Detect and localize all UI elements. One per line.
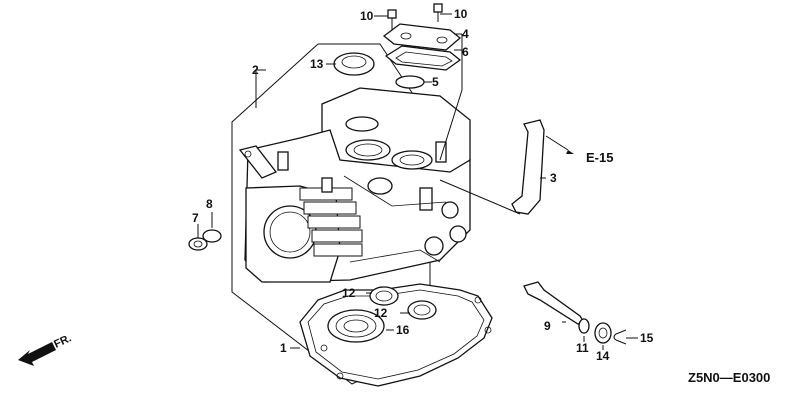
drawing-code: Z5N0—E0300 — [688, 370, 770, 385]
callout-4: 4 — [462, 27, 469, 41]
callout-10-right: 10 — [454, 7, 468, 21]
bearing-16 — [327, 309, 385, 343]
leader-lines — [197, 13, 638, 350]
callout-11: 11 — [576, 341, 589, 355]
oil-seal-13 — [333, 52, 375, 76]
callout-8: 8 — [206, 197, 213, 211]
clip-15 — [613, 329, 627, 345]
bolt-10-left — [387, 9, 397, 30]
head-gasket — [299, 283, 493, 387]
bolt-10-right — [433, 3, 443, 22]
callout-7: 7 — [192, 211, 199, 225]
callout-15: 15 — [640, 331, 654, 345]
callout-9: 9 — [544, 319, 551, 333]
callout-6: 6 — [462, 45, 469, 59]
reference-code: E-15 — [586, 150, 613, 165]
bearing-12-left — [369, 286, 399, 306]
front-arrow-icon: FR. — [18, 332, 73, 366]
callout-13: 13 — [310, 57, 324, 71]
o-ring-5 — [395, 75, 425, 89]
breather-tube-3 — [511, 119, 545, 215]
oil-seal-14 — [594, 322, 612, 344]
callout-5: 5 — [432, 75, 439, 89]
callout-3: 3 — [550, 171, 557, 185]
shaft-9 — [523, 281, 586, 325]
callout-16: 16 — [396, 323, 410, 337]
front-label: FR. — [52, 332, 73, 350]
callout-10-left: 10 — [360, 9, 374, 23]
breather-gasket-6 — [384, 45, 462, 71]
callout-1: 1 — [280, 341, 287, 355]
breather-plate-4 — [382, 23, 462, 51]
callout-2: 2 — [252, 63, 259, 77]
callout-14: 14 — [596, 349, 610, 363]
o-ring-8 — [202, 229, 222, 243]
cylinder-head — [238, 87, 471, 283]
bearing-12-right — [407, 300, 437, 320]
callout-12-left: 12 — [342, 286, 356, 300]
callout-labels: 10 10 4 6 5 13 2 3 E-15 8 7 12 12 16 1 9… — [192, 7, 770, 385]
washer-11 — [578, 318, 590, 334]
callout-12-right: 12 — [374, 306, 388, 320]
